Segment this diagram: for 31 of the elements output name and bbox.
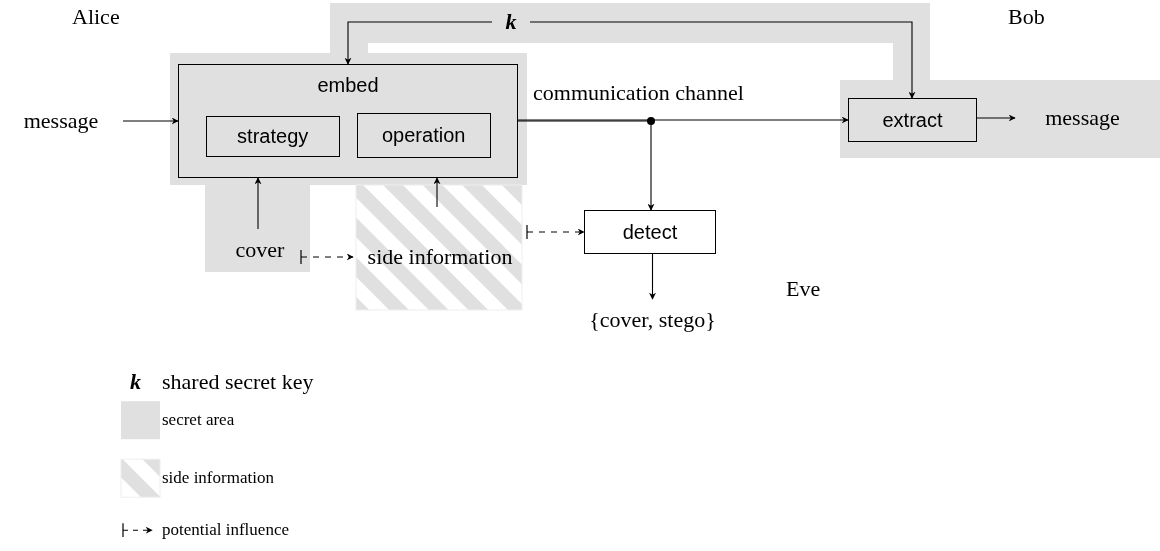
actor-label: Eve [786,276,821,303]
output-label: message [1020,102,1145,134]
arrow [344,21,493,65]
arrow [517,116,849,124]
legend-label: shared secret key [162,369,314,396]
process-box: extract [848,98,977,142]
legend-label: side information [162,468,274,489]
process-box: strategy [205,115,340,157]
actor-label: Bob [1008,4,1045,31]
key-symbol: k [130,369,141,396]
legend-label: secret area [162,410,235,431]
output-label: {cover, stego} [553,304,752,336]
box-title: embed [317,73,379,97]
arrow [122,117,179,125]
process-box [178,64,518,178]
input-label: message [4,105,118,137]
arrow [300,249,354,265]
key-label: k [497,6,525,38]
arrow [529,21,916,99]
arrow [517,120,655,211]
process-box: operation [356,112,491,158]
process-box: detect [584,210,716,254]
legend-label: potential influence [162,520,289,541]
arrow [526,224,585,240]
source-label: cover [224,234,296,266]
actor-label: Alice [72,4,120,31]
arrow [976,114,1016,122]
source-label: side information [358,212,522,302]
arrow [433,177,441,208]
arrow [649,253,656,300]
arrow [254,177,262,230]
